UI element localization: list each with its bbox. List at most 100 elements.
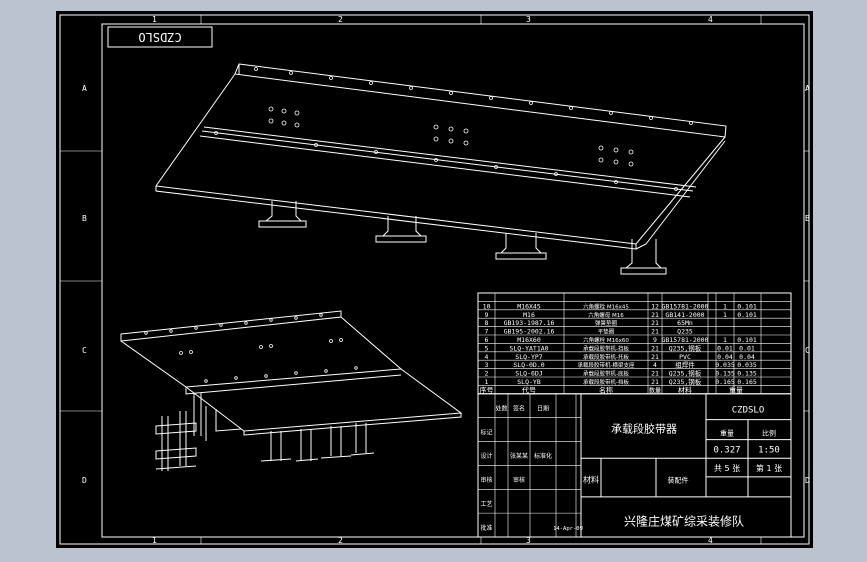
bom-row-qty: 21 [651,353,659,361]
inner-frame [101,23,805,538]
bom-row-material: PVC [679,353,691,361]
bom-row-material: 65Mn [677,319,693,327]
title-drawing-no: CZDSLO [732,405,765,415]
col-marker-3-bottom: 3 [526,536,531,545]
bom-row-code: GB193-1987.16 [504,319,555,327]
bom-row-code: SLQ-YP7 [515,353,542,361]
bom-table: 10 M16X45 六角螺栓 M16x45 1 2 GB15781-2000 1 0.101 9… [477,292,792,394]
bom-row-total-wt: 0.101 [737,311,757,319]
bom-row-total-wt: 0.01 [739,344,755,352]
title-material-label: 材料 [583,475,599,485]
title-weight: 0.327 [713,446,740,456]
title-standardize-label: 标准化 [534,452,552,460]
row-marker-d-right: D [805,476,810,485]
title-process-label: 工艺 [480,500,492,508]
bom-header-name: 名称 [599,385,613,394]
bom-row-qty: 21 [651,328,659,336]
title-scale-label: 比例 [762,428,776,437]
outer-frame [59,14,810,545]
bom-row-total-wt: 0.035 [737,361,757,369]
code-box [107,26,213,48]
bom-row-qty: 9 [653,336,657,344]
row-marker-d: D [82,476,87,485]
bom-row-qty: 4 [653,361,657,369]
bom-row-total-wt: 0.135 [737,370,757,378]
bom-row-material: GB15781-2000 [662,302,709,310]
row-marker-b-right: B [805,214,810,223]
title-material-value: 装配件 [668,476,689,485]
bom-header-weight: 重量 [729,386,743,394]
bom-row-material: GB141-2000 [665,311,704,319]
bom-row-code: SLQ-YAT1A0 [509,344,548,352]
bom-header-material: 材料 [678,385,692,394]
title-date: 14-Apr-09 [553,526,583,532]
col-marker-4: 4 [708,15,713,24]
title-count-label: 处数 [495,405,507,413]
col-marker-2-bottom: 2 [338,536,343,545]
title-sheet: 第 1 张 [756,463,782,473]
bom-row-no: 3 [485,361,489,369]
title-checker: 审核 [513,476,525,484]
bom-header-code: 代号 [522,385,536,394]
bom-row-qty: 21 [651,319,659,327]
bom-row-no: 4 [485,353,489,361]
bom-row-no: 6 [485,336,489,344]
bom-row-material: Q235,钢板 [669,343,702,352]
bom-row-material: Q235,钢板 [669,377,702,386]
title-company: 兴隆庄煤矿综采装修队 [624,514,744,529]
row-marker-c: C [82,346,87,355]
bom-row-name: 平垫圈 [598,328,615,336]
bom-row-unit-wt: 0.135 [715,370,735,378]
title-date-label: 日期 [537,405,549,413]
bom-row-material: GB15781-2000 [662,336,709,344]
code-box-text: CZDSLO [138,30,181,44]
bom-row-total-wt: 0.101 [737,302,757,310]
bom-row-qty: 21 [651,311,659,319]
bom-row-no: 2 [485,370,489,378]
bom-row-name: 承载段胶带机-挡板 [583,378,629,386]
bom-row-unit-wt: 1 [723,302,727,310]
bom-header-no: 序号 [480,385,494,394]
bom-row-unit-wt: 0.04 [717,353,733,361]
bom-row-code: SLQ-0D.0 [513,361,544,369]
title-marks-label: 标记 [480,428,492,436]
bom-header-qty: 数量 [649,386,661,394]
bom-row-unit-wt: 1 [723,311,727,319]
col-marker-3: 3 [526,15,531,24]
bom-row-qty: 21 [651,378,659,386]
bom-row-name: 承载段胶带机-底板 [583,370,629,378]
title-designer: 张某某 [510,452,528,460]
col-marker-2: 2 [338,15,343,24]
bom-row-unit-wt: 0.01 [717,344,733,352]
row-marker-b: B [82,214,87,223]
bom-row-name: 承载段胶带机-横梁支座 [578,361,635,369]
lower-assembly-drawing [120,310,463,471]
title-check-label: 审核 [480,476,492,484]
bom-row-total-wt: 0.04 [739,353,755,361]
bom-row-total-wt: 0.165 [737,378,757,386]
bom-row-qty: 21 [651,370,659,378]
title-design-label: 设计 [480,452,492,460]
bom-row-unit-wt: 1 [723,336,727,344]
zone-markers [60,15,809,544]
upper-assembly-drawing [155,63,727,275]
bom-row-name: 六角螺栓 M16x45 [583,302,629,310]
bom-row-code: M16X45 [517,302,541,310]
bom-row-no: 7 [485,328,489,336]
bom-row-name: 承载段胶带机-托板 [583,353,629,361]
col-marker-1-bottom: 1 [152,536,157,545]
bom-row-no: 9 [485,311,489,319]
bom-row-no: 10 [483,302,491,310]
drawing-sheet: 1 2 3 4 1 2 3 4 A B C D A B C D CZDSLO [56,11,813,548]
bom-row-unit-wt: 0.165 [715,378,735,386]
bom-row-unit-wt: 0.035 [715,361,735,369]
title-name: 承载段胶带器 [611,421,677,435]
title-sign-label: 签名 [513,405,525,413]
bom-row-material: Q235,钢板 [669,369,702,378]
bom-row-total-wt: 0.101 [737,336,757,344]
bom-row-name: 弹簧垫圈 [595,319,618,327]
col-marker-4-bottom: 4 [708,536,713,545]
col-marker-1: 1 [152,15,157,24]
bom-row-code: SLQ-YB [517,378,541,386]
